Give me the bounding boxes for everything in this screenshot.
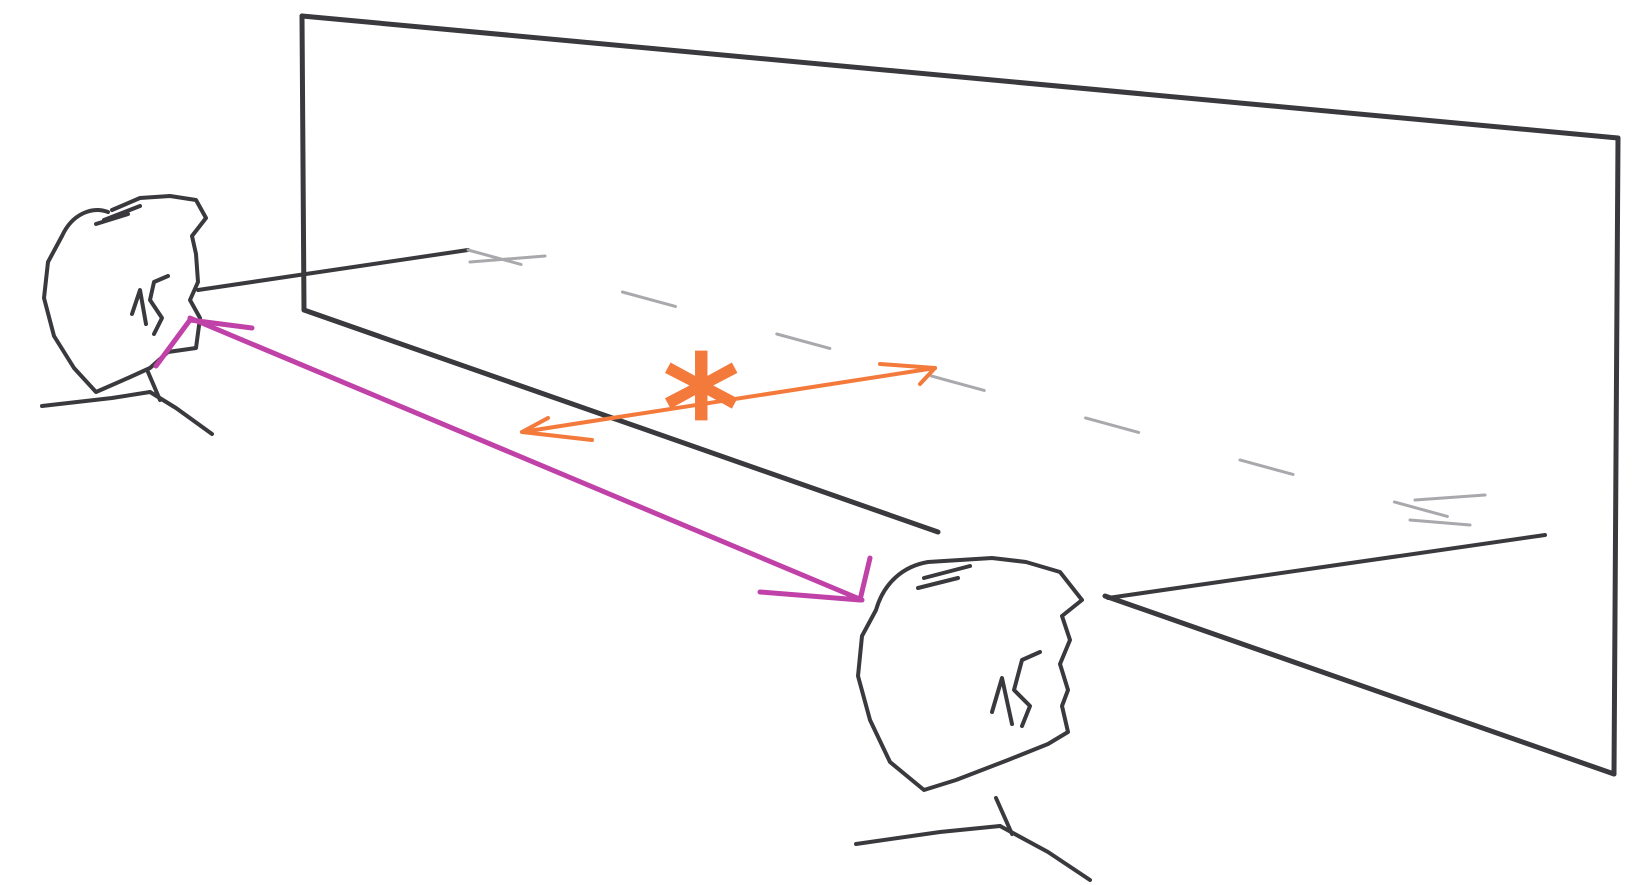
mirror-panel [302, 16, 1618, 774]
asterisk-annotation: * [662, 324, 740, 498]
direct-sightline-arrow [156, 318, 870, 600]
right-sightline [1108, 535, 1545, 598]
panel-left-edge [302, 16, 304, 310]
panel-top-edge [302, 16, 1618, 138]
left-sightline [198, 250, 1490, 528]
panel-right-edge [1614, 138, 1618, 774]
reflected-dashed-line [468, 250, 1490, 528]
viewer-right-head [856, 558, 1090, 880]
viewer-left-head [42, 196, 212, 434]
panel-bottom-right-edge [1105, 596, 1614, 774]
